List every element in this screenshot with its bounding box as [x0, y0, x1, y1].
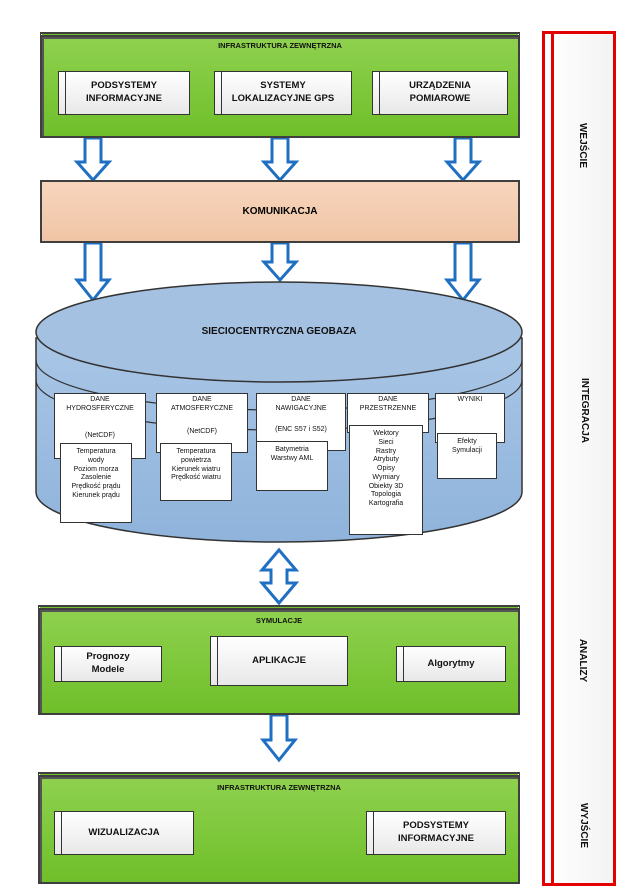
side-stage-panel — [542, 31, 616, 886]
bottom-section-title: INFRASTRUKTURA ZEWNĘTRZNA — [217, 783, 341, 792]
down-arrow-2b — [260, 241, 300, 283]
box-aplikacje: APLIKACJE — [210, 636, 348, 686]
group-hydro: DANE HYDROSFERYCZNE (NetCDF) Temperatura… — [54, 393, 149, 523]
box-wizualizacja: WIZUALIZACJA — [54, 811, 194, 855]
geobase-title: SIECIOCENTRYCZNA GEOBAZA — [201, 326, 357, 337]
down-arrow-1a — [73, 136, 113, 183]
bidirectional-arrow-vertical — [258, 547, 300, 606]
communication-bar: KOMUNIKACJA — [40, 180, 520, 243]
down-arrow-2c — [443, 241, 483, 303]
top-section-title: INFRASTRUKTURA ZEWNĘTRZNA — [218, 41, 342, 50]
box-algorytmy: Algorytmy — [396, 646, 506, 682]
side-label-wyjscie: WYJŚCIE — [578, 802, 590, 849]
side-label-analizy: ANALIZY — [577, 638, 589, 683]
side-label-integracja: INTEGRACJA — [579, 377, 591, 444]
side-label-wejscie: WEJŚCIE — [577, 122, 589, 169]
group-results: WYNIKI Efekty Symulacji — [435, 393, 510, 493]
group-nav: DANE NAWIGACYJNE (ENC S57 i S52) Batymet… — [256, 393, 351, 503]
simulation-title: SYMULACJE — [255, 616, 303, 625]
bottom-infrastructure-section: INFRASTRUKTURA ZEWNĘTRZNA WIZUALIZACJA P… — [38, 772, 520, 884]
communication-label: KOMUNIKACJA — [242, 206, 318, 217]
group-atmo: DANE ATMOSFERYCZNE (NetCDF) Temperatura … — [156, 393, 251, 513]
group-spatial: DANE PRZESTRZENNE Wektory Sieci Rastry A… — [347, 393, 432, 535]
down-arrow-1c — [443, 136, 483, 183]
down-arrow-2a — [73, 241, 113, 303]
down-arrow-3 — [259, 713, 299, 763]
down-arrow-1b — [260, 136, 300, 183]
